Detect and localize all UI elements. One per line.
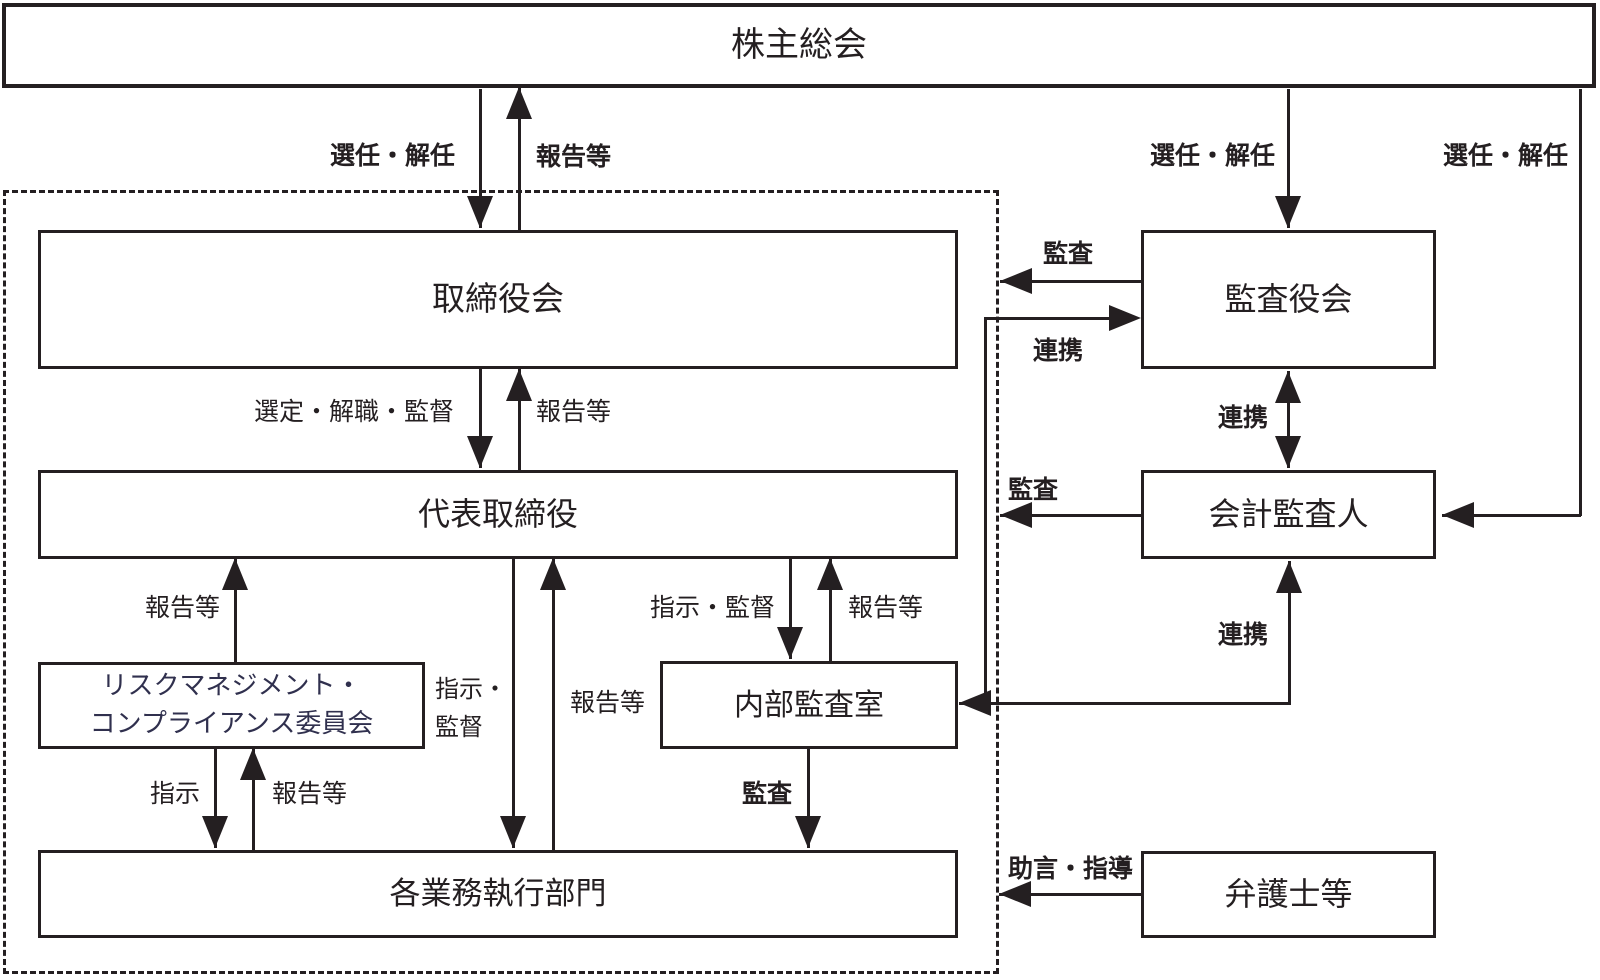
arrowhead-up-icon	[222, 558, 248, 590]
risk-compliance-committee-box: リスクマネジメント・ コンプライアンス委員会	[38, 662, 425, 749]
edge-bizdept-riskcmte-line	[252, 748, 255, 850]
internal-audit-office-box: 内部監査室	[660, 661, 958, 749]
edge-auditboard-audit-line	[1000, 280, 1141, 283]
arrowhead-up-icon	[240, 748, 266, 780]
label-cooperation-auditboard: 連携	[1033, 336, 1084, 365]
label-reports-board: 報告等	[536, 397, 612, 426]
label-advice-guidance: 助言・指導	[1008, 854, 1134, 883]
edge-acctauditor-audit-line	[1000, 514, 1141, 517]
label-appointment-dismissal-right: 選任・解任	[1443, 141, 1569, 170]
label-audit-auditboard: 監査	[1043, 239, 1094, 268]
label-instruction-supervision-iao: 指示・監督	[650, 593, 776, 622]
business-departments-box: 各業務執行部門	[38, 850, 958, 938]
audit-supervisory-board-label: 監査役会	[1224, 279, 1353, 318]
internal-audit-office-label: 内部監査室	[734, 687, 884, 723]
arrowhead-left-icon	[1000, 268, 1032, 294]
arrowhead-up-icon	[506, 87, 532, 119]
edge-board-repdir-line	[479, 369, 482, 468]
risk-committee-line2: コンプライアンス委員会	[89, 708, 374, 739]
arrowhead-right-icon	[1109, 305, 1141, 331]
edge-iao-auditboard-vline	[984, 317, 987, 705]
board-of-directors-box: 取締役会	[38, 230, 958, 369]
label-appointment-dismissal-left: 選任・解任	[330, 141, 456, 170]
edge-repdir-board-line	[518, 369, 521, 470]
edge-iao-repdir-line	[829, 558, 832, 661]
risk-compliance-committee-label: リスクマネジメント・ コンプライアンス委員会	[90, 668, 374, 743]
edge-riskcmte-repdir-line	[234, 558, 237, 662]
shareholders-meeting-label: 株主総会	[731, 25, 867, 66]
label-reports-bizdept-long: 報告等	[570, 688, 646, 717]
lawyers-box: 弁護士等	[1141, 851, 1436, 938]
arrowhead-left-icon	[1442, 502, 1474, 528]
accounting-auditor-label: 会計監査人	[1208, 494, 1369, 533]
label-appointment-dismissal-mid: 選任・解任	[1150, 141, 1276, 170]
label-reports-riskcmte: 報告等	[145, 593, 221, 622]
internal-control-dashed-frame	[3, 190, 999, 974]
arrowhead-down-icon	[202, 816, 228, 848]
audit-supervisory-board-box: 監査役会	[1141, 230, 1436, 369]
label-reports-riskcmte-up: 報告等	[272, 779, 348, 808]
shareholders-meeting-box: 株主総会	[2, 3, 1596, 88]
edge-smeeting-acctauditor-vline	[1579, 89, 1582, 516]
label-reports-top: 報告等	[536, 142, 612, 171]
arrowhead-left-icon	[999, 881, 1031, 907]
edge-repdir-bizdept-line	[512, 558, 515, 848]
business-departments-label: 各業務執行部門	[389, 875, 607, 912]
lawyers-label: 弁護士等	[1224, 874, 1353, 913]
arrowhead-down-icon	[777, 627, 803, 659]
arrowhead-left-icon	[1000, 502, 1032, 528]
arrowhead-down-icon	[467, 196, 493, 228]
label-audit-acctauditor: 監査	[1008, 475, 1059, 504]
risk-committee-line1: リスクマネジメント・	[101, 670, 362, 701]
arrowhead-down-icon	[467, 436, 493, 468]
arrowhead-up-icon	[1276, 561, 1302, 593]
label-instruction-supervision-line1: 指示・	[435, 675, 507, 703]
arrowhead-down-icon	[795, 816, 821, 848]
arrowhead-up-icon	[1275, 371, 1301, 403]
label-instruction-supervision-bizdept: 指示・ 監督	[435, 670, 525, 746]
label-cooperation-lower: 連携	[1218, 620, 1269, 649]
edge-smeeting-acctauditor-hline	[1442, 514, 1581, 517]
edge-smeeting-auditboard-line	[1287, 89, 1290, 228]
edge-lawyers-advice-line	[999, 893, 1141, 896]
label-instruction: 指示	[150, 779, 201, 808]
edge-iao-auditboard-hline	[984, 317, 1115, 320]
edge-iao-acctauditor-vline	[1288, 561, 1291, 705]
arrowhead-left-icon	[959, 690, 991, 716]
arrowhead-down-icon	[1275, 436, 1301, 468]
arrowhead-down-icon	[500, 816, 526, 848]
edge-smeeting-board-line	[479, 89, 482, 228]
arrowhead-down-icon	[1275, 196, 1301, 228]
label-cooperation-vertical: 連携	[1218, 403, 1269, 432]
edge-iao-bizdept-line	[807, 748, 810, 848]
label-reports-iao: 報告等	[848, 593, 924, 622]
edge-iao-acctauditor-hline	[959, 702, 1291, 705]
representative-director-label: 代表取締役	[417, 494, 578, 533]
representative-director-box: 代表取締役	[38, 470, 958, 559]
label-audit-bizdept: 監査	[742, 779, 793, 808]
arrowhead-up-icon	[540, 558, 566, 590]
edge-bizdept-repdir-line	[552, 558, 555, 850]
arrowhead-up-icon	[506, 369, 532, 401]
board-of-directors-label: 取締役会	[432, 279, 564, 319]
edge-auditboard-acctauditor-line	[1287, 371, 1290, 468]
label-instruction-supervision-line2: 監督	[435, 713, 483, 741]
edge-repdir-iao-line	[789, 558, 792, 659]
arrowhead-up-icon	[817, 558, 843, 590]
edge-riskcmte-bizdept-line	[214, 748, 217, 848]
edge-board-smeeting-line	[518, 87, 521, 230]
accounting-auditor-box: 会計監査人	[1141, 470, 1436, 559]
label-selection-removal-supervision: 選定・解職・監督	[254, 397, 455, 426]
